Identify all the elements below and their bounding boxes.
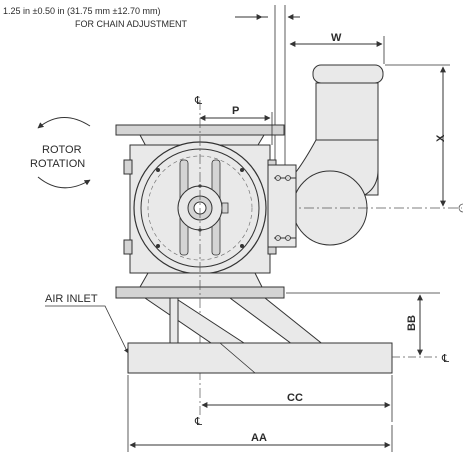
air-inlet-label: AIR INLET xyxy=(45,293,98,305)
drive-bracket xyxy=(267,164,297,248)
rotor-arrow-top xyxy=(37,117,91,129)
shaft-key xyxy=(221,202,229,214)
bracket-nut-3 xyxy=(275,235,281,241)
rotor-label-line2: ROTATION xyxy=(30,158,85,170)
cc-label: CC xyxy=(287,392,303,404)
bolt-1 xyxy=(156,168,160,172)
bracket-nut-4 xyxy=(285,235,291,241)
housing-lug-bl xyxy=(123,239,133,255)
inlet-leg xyxy=(169,297,179,344)
centerline-end-mark xyxy=(458,203,463,213)
inlet-duct-right xyxy=(228,297,332,351)
motor-cap xyxy=(312,64,384,84)
centerline-symbol-top: ℄ xyxy=(194,95,202,107)
outlet-transition xyxy=(139,272,263,288)
bracket-nut-1 xyxy=(275,175,281,181)
bolt-4 xyxy=(240,244,244,248)
rotor-arrow-bottom xyxy=(37,176,91,189)
w-label: W xyxy=(331,32,342,44)
bolt-2 xyxy=(240,168,244,172)
centerline-symbol-right: ℄ xyxy=(441,353,449,365)
pickup-tube xyxy=(127,342,393,374)
bracket-nut-2 xyxy=(285,175,291,181)
rotor-label-line1: ROTOR xyxy=(42,144,82,156)
air-inlet-leader xyxy=(45,305,129,354)
housing-lug-tl xyxy=(123,159,133,175)
bb-label: BB xyxy=(406,315,418,331)
aa-label: AA xyxy=(251,432,267,444)
p-label: P xyxy=(232,105,239,117)
chain-note-line2: FOR CHAIN ADJUSTMENT xyxy=(75,19,188,29)
centerline-symbol-bottom: ℄ xyxy=(194,416,202,428)
x-label: X xyxy=(435,134,447,142)
bolt-3 xyxy=(156,244,160,248)
pickup-diagonal xyxy=(150,342,257,374)
chain-note-line1: 1.25 in ±0.50 in (31.75 mm ±12.70 mm) xyxy=(3,6,160,16)
rotor-circle xyxy=(147,155,253,261)
